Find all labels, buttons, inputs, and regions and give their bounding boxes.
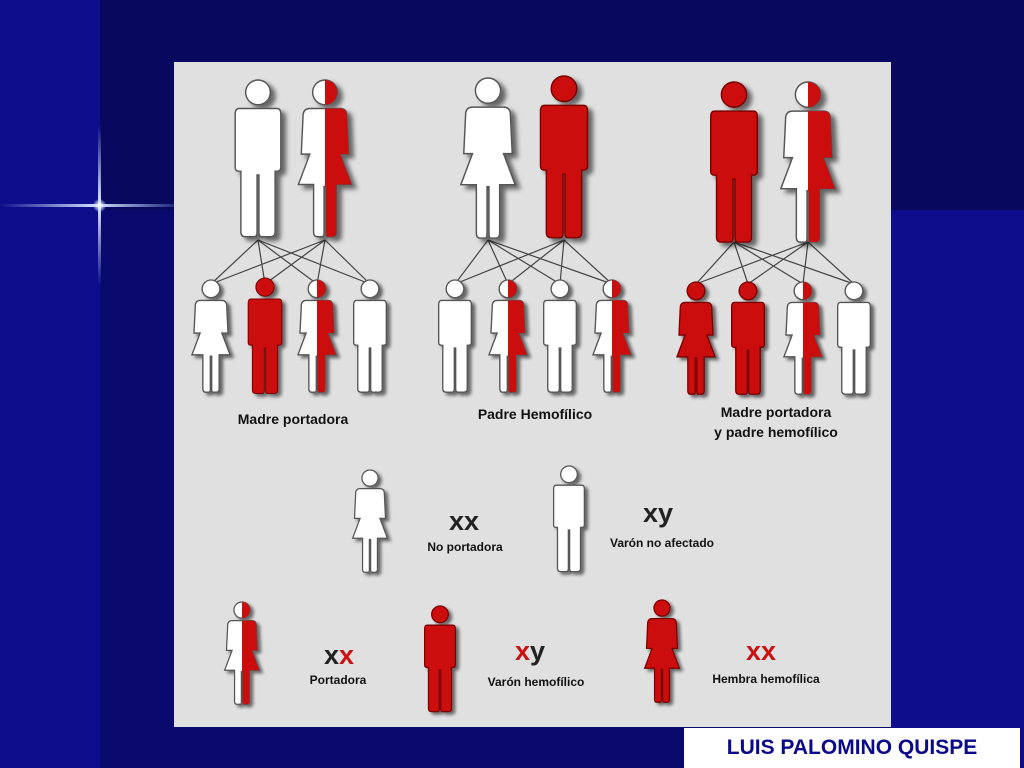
mother-carrier-figure [780, 81, 836, 243]
son-normal-figure [352, 279, 388, 393]
group-carrier-mother: Madre portadora [191, 79, 388, 427]
legend-female-hemophilic-figure [644, 599, 680, 703]
daughter-hemophilic-figure [676, 281, 716, 395]
legend-male-normal-figure [553, 465, 585, 573]
legend-male-hemophilic-figure [424, 605, 457, 713]
legend-female-carrier-figure [224, 601, 260, 705]
legend-label-carrier: Portadora [310, 673, 367, 687]
son-normal-figure [542, 279, 578, 393]
legend-female-normal-figure [352, 469, 388, 573]
caption-carrier-mother: Madre portadora [238, 411, 349, 427]
daughter-carrier-figure [783, 281, 823, 395]
genotype-char: x [464, 506, 479, 536]
legend-genotype-hemophilic-female: xx [746, 636, 776, 666]
group-hemophilic-father: Padre Hemofílico [437, 75, 632, 422]
genotype-char: x [515, 636, 530, 666]
group-carrier-mother-hemophilic-father: Madre portadora y padre hemofílico [676, 81, 872, 440]
father-hemophilic-figure [539, 75, 589, 239]
background-right-band [890, 210, 1024, 768]
father-unaffected-figure [234, 79, 282, 238]
inheritance-diagram: Madre portadora [191, 75, 872, 713]
son-normal-figure [437, 279, 473, 393]
daughter-carrier-figure [297, 279, 337, 393]
son-hemophilic-figure [247, 277, 283, 395]
legend-genotype-carrier: xx [324, 640, 354, 670]
genotype-char: x [324, 640, 339, 670]
legend-label-normal-female: No portadora [427, 540, 503, 554]
author-box: LUIS PALOMINO QUISPE [684, 728, 1020, 768]
daughter-carrier-figure [592, 279, 632, 393]
caption-combined-line2: y padre hemofílico [714, 424, 838, 440]
genotype-char: y [658, 498, 673, 528]
caption-hemophilic-father: Padre Hemofílico [478, 406, 592, 422]
son-normal-figure [836, 281, 872, 395]
mother-carrier-figure [297, 79, 353, 238]
father-hemophilic-figure [709, 81, 759, 243]
legend-label-hemophilic-female: Hembra hemofílica [712, 672, 820, 686]
legend-label-normal-male: Varón no afectado [610, 536, 714, 550]
caption-combined-line1: Madre portadora [721, 404, 832, 420]
background-left-band [0, 0, 100, 768]
genotype-char: x [643, 498, 658, 528]
connector-lines [210, 239, 371, 285]
son-hemophilic-figure [730, 281, 766, 395]
daughter-carrier-figure [488, 279, 528, 393]
genotype-char: x [761, 636, 776, 666]
genotype-char: x [339, 640, 354, 670]
mother-normal-figure [460, 77, 516, 239]
light-flare-horizontal [0, 204, 175, 207]
connector-lines [695, 241, 855, 285]
diagram-panel: Madre portadora [174, 62, 891, 727]
genotype-char: y [530, 636, 545, 666]
legend-genotype-normal-female: xx [449, 506, 479, 536]
genotype-char: x [746, 636, 761, 666]
genotype-char: x [449, 506, 464, 536]
legend-genotype-hemophilic-male: xy [515, 636, 545, 666]
light-flare-core [93, 199, 106, 212]
connector-lines [454, 239, 613, 285]
legend-label-hemophilic-male: Varón hemofílico [488, 675, 585, 689]
legend-genotype-normal-male: xy [643, 498, 673, 528]
author-name: LUIS PALOMINO QUISPE [726, 736, 978, 759]
daughter-normal-figure [191, 279, 231, 393]
legend: xx No portadora xy Varón no afectado xx … [224, 465, 820, 713]
